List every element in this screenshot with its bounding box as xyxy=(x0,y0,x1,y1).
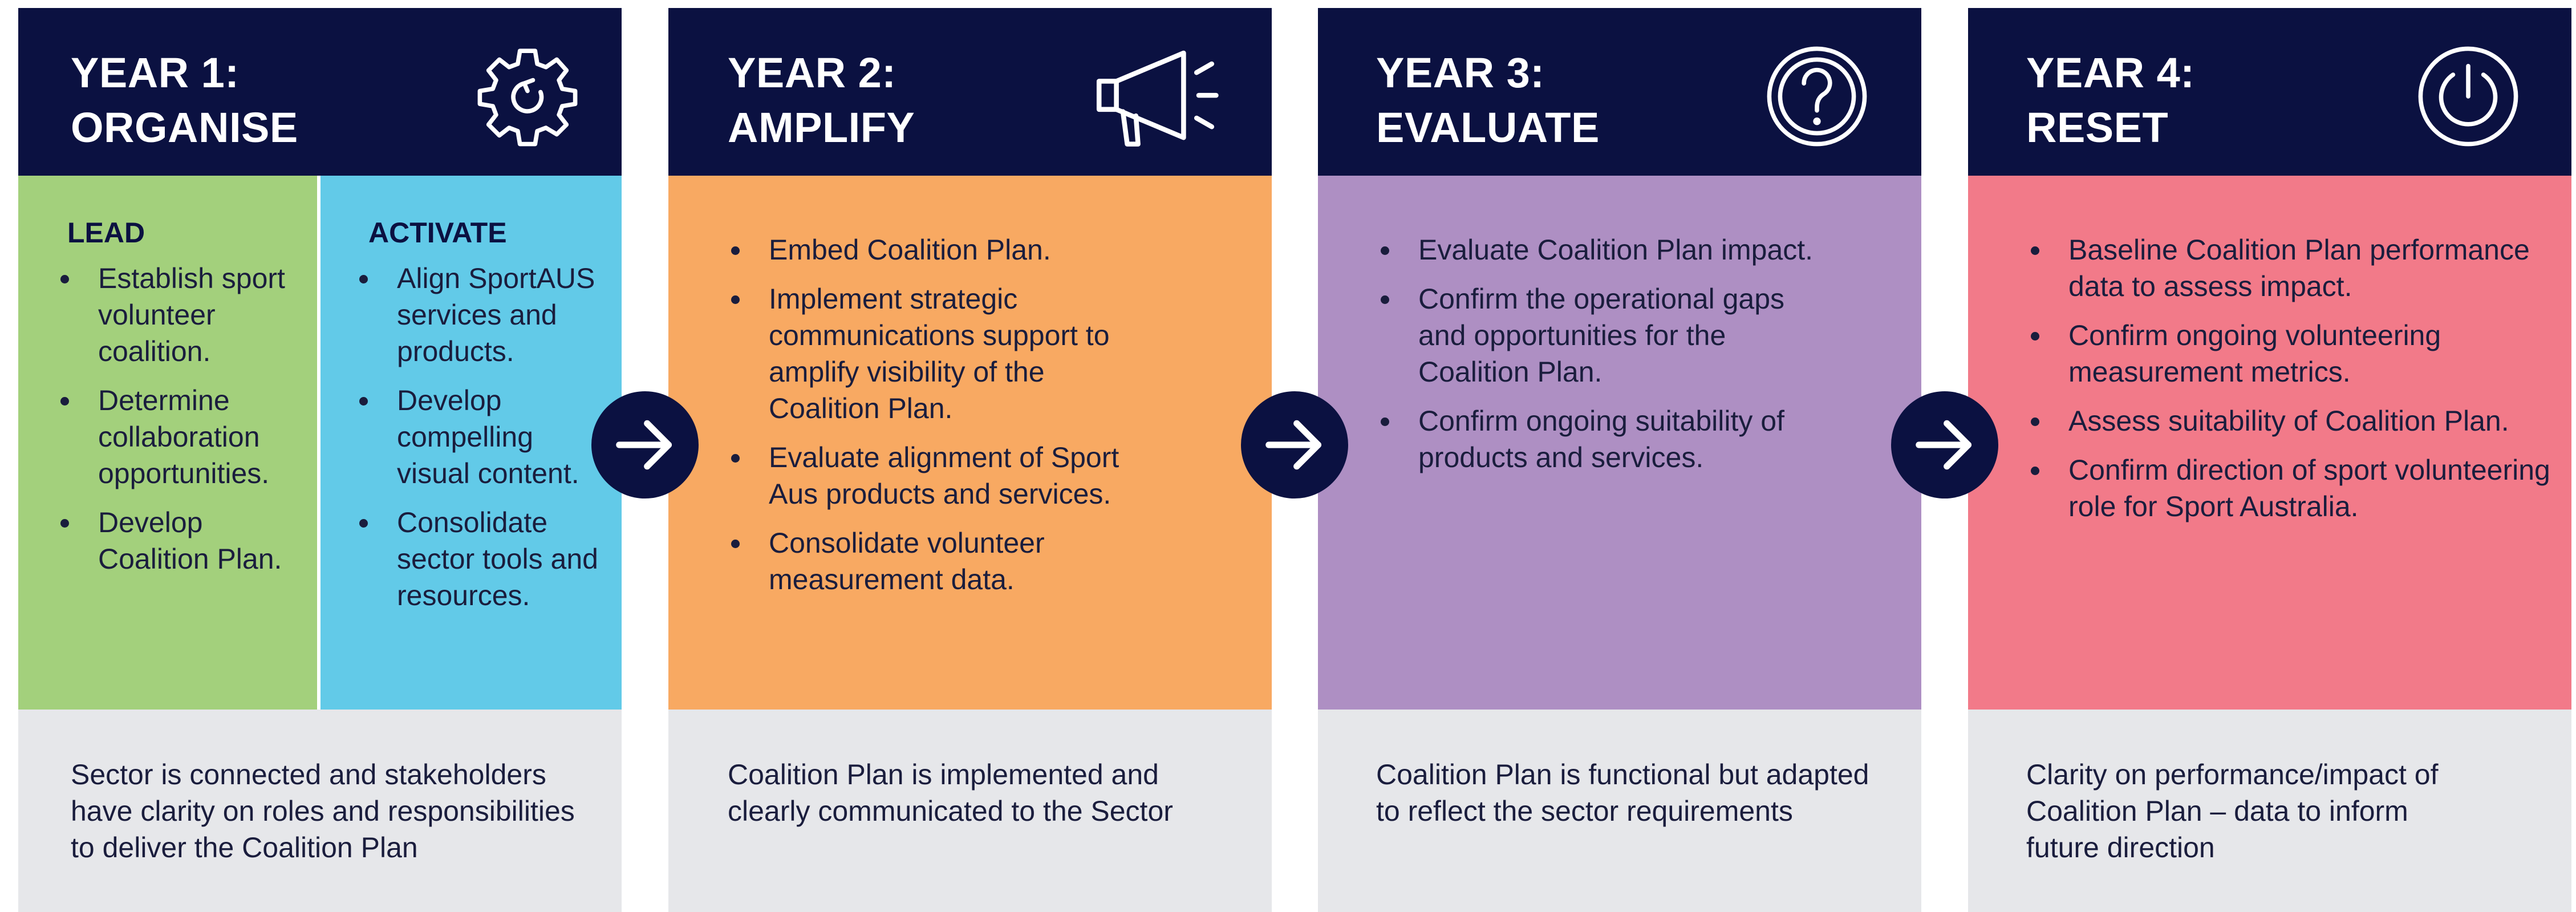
year-4-header: YEAR 4: RESET xyxy=(1968,8,2571,176)
list-item: Baseline Coalition Plan performance data… xyxy=(2029,232,2559,305)
year-1-title-line2: ORGANISE xyxy=(71,104,298,151)
activate-heading: ACTIVATE xyxy=(368,217,507,249)
list-item: Evaluate alignment of Sport Aus products… xyxy=(729,439,1157,512)
list-item: Embed Coalition Plan. xyxy=(729,232,1242,268)
year-3-title-line2: EVALUATE xyxy=(1376,104,1600,151)
power-icon xyxy=(2414,42,2522,151)
year-2-header: YEAR 2: AMPLIFY xyxy=(668,8,1272,176)
list-item: Assess suitability of Coalition Plan. xyxy=(2029,403,2559,439)
year-4-outcome-text: Clarity on performance/impact of Coaliti… xyxy=(2026,759,2439,864)
year-4-list: Baseline Coalition Plan performance data… xyxy=(2029,232,2559,537)
list-item: Develop compelling visual content. xyxy=(357,382,614,492)
year-4-title-line2: RESET xyxy=(2026,104,2169,151)
year-4-title-line1: YEAR 4: xyxy=(2026,49,2195,96)
year-2-title-line2: AMPLIFY xyxy=(728,104,915,151)
list-item: Implement strategic communications suppo… xyxy=(729,281,1111,427)
year-4-title: YEAR 4: RESET xyxy=(2026,46,2194,155)
year-3-outcome-text: Coalition Plan is functional but adapted… xyxy=(1376,759,1869,827)
lead-list: Establish sport volunteer coalition. Det… xyxy=(58,260,309,590)
arrow-right-icon xyxy=(1891,391,1998,498)
activate-list: Align SportAUS services and products. De… xyxy=(357,260,614,626)
year-2-list: Embed Coalition Plan. Implement strategi… xyxy=(729,232,1242,610)
year-3-header: YEAR 3: EVALUATE xyxy=(1318,8,1921,176)
year-2-outcome-text: Coalition Plan is implemented and clearl… xyxy=(728,759,1173,827)
year-3-card: YEAR 3: EVALUATE Evaluate Coalition Plan… xyxy=(1318,8,1921,912)
year-1-outcome-text: Sector is connected and stakeholders hav… xyxy=(71,759,575,864)
year-4-outcome: Clarity on performance/impact of Coaliti… xyxy=(1968,710,2571,912)
year-4-card: YEAR 4: RESET Baseline Coalition Plan pe… xyxy=(1968,8,2571,912)
year-1-body: LEAD Establish sport volunteer coalition… xyxy=(18,176,622,710)
question-circle-icon xyxy=(1763,42,1871,151)
year-3-body: Evaluate Coalition Plan impact. Confirm … xyxy=(1318,176,1921,710)
lead-heading: LEAD xyxy=(67,217,145,249)
lead-column: LEAD Establish sport volunteer coalition… xyxy=(18,176,317,710)
list-item: Evaluate Coalition Plan impact. xyxy=(1378,232,1892,268)
list-item: Confirm direction of sport volunteering … xyxy=(2029,452,2570,525)
megaphone-icon xyxy=(1087,42,1224,151)
year-1-header: YEAR 1: ORGANISE xyxy=(18,8,622,176)
year-2-outcome: Coalition Plan is implemented and clearl… xyxy=(668,710,1272,912)
year-3-title: YEAR 3: EVALUATE xyxy=(1376,46,1600,155)
year-2-body: Embed Coalition Plan. Implement strategi… xyxy=(668,176,1272,710)
year-2-card: YEAR 2: AMPLIFY Embed Coalition Plan. Im… xyxy=(668,8,1272,912)
year-3-title-line1: YEAR 3: xyxy=(1376,49,1545,96)
list-item: Consolidate volunteer measurement data. xyxy=(729,525,1111,598)
year-1-card: YEAR 1: ORGANISE LEAD Establish sport vo… xyxy=(18,8,622,912)
gear-icon xyxy=(473,42,582,151)
list-item: Confirm ongoing suitability of products … xyxy=(1378,403,1789,476)
list-item: Develop Coalition Plan. xyxy=(58,504,309,577)
arrow-right-icon xyxy=(1241,391,1348,498)
year-2-title: YEAR 2: AMPLIFY xyxy=(728,46,915,155)
list-item: Determine collaboration opportunities. xyxy=(58,382,309,492)
year-4-body: Baseline Coalition Plan performance data… xyxy=(1968,176,2571,710)
year-3-list: Evaluate Coalition Plan impact. Confirm … xyxy=(1378,232,1892,488)
list-item: Align SportAUS services and products. xyxy=(357,260,614,370)
activate-column: ACTIVATE Align SportAUS services and pro… xyxy=(321,176,622,710)
list-item: Confirm ongoing volunteering measurement… xyxy=(2029,317,2513,390)
arrow-right-icon xyxy=(591,391,699,498)
year-2-title-line1: YEAR 2: xyxy=(728,49,896,96)
year-1-outcome: Sector is connected and stakeholders hav… xyxy=(18,710,622,912)
year-3-outcome: Coalition Plan is functional but adapted… xyxy=(1318,710,1921,912)
list-item: Consolidate sector tools and resources. xyxy=(357,504,614,614)
year-1-title-line1: YEAR 1: xyxy=(71,49,240,96)
year-1-title: YEAR 1: ORGANISE xyxy=(71,46,298,155)
list-item: Confirm the operational gaps and opportu… xyxy=(1378,281,1829,390)
list-item: Establish sport volunteer coalition. xyxy=(58,260,309,370)
